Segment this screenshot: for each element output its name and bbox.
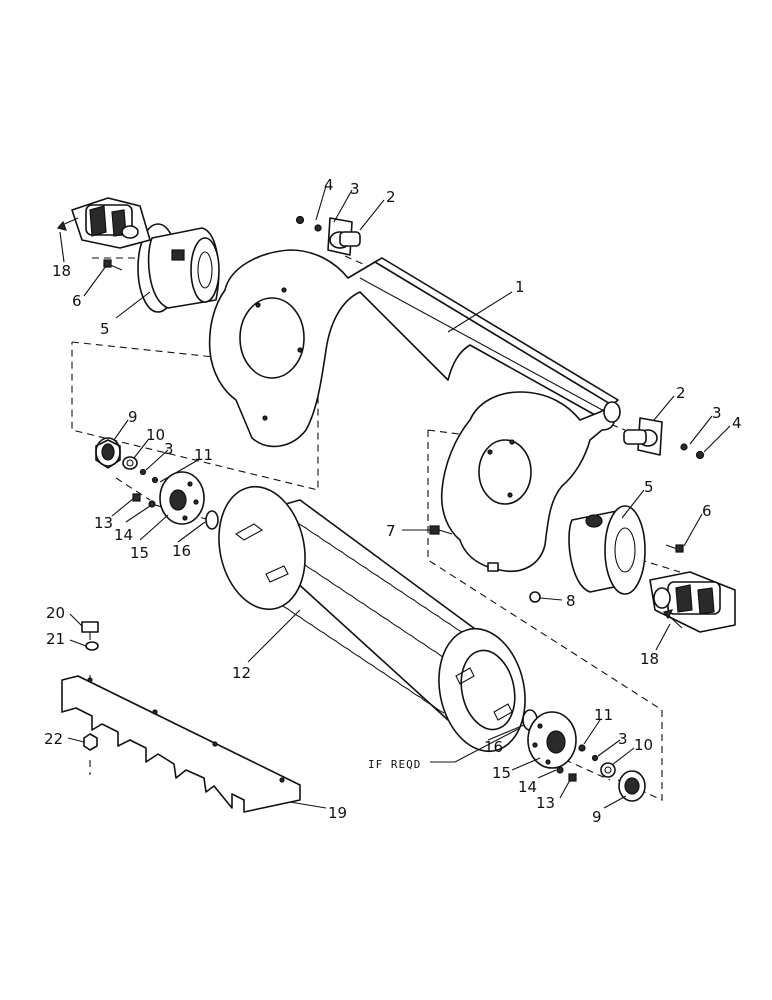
callout-3-right: 3 bbox=[712, 404, 722, 422]
washer-lower-3 bbox=[591, 754, 599, 762]
washer-knife-21 bbox=[85, 641, 99, 651]
callout-4-upper: 4 bbox=[324, 176, 334, 194]
key-upper-11 bbox=[151, 476, 159, 484]
drive-flange-lower bbox=[527, 711, 577, 769]
callout-5-right: 5 bbox=[644, 478, 654, 496]
bolt-upper-13 bbox=[132, 493, 141, 502]
hydraulic-motor-right bbox=[649, 571, 736, 633]
bearing-bracket-upper bbox=[327, 217, 361, 256]
callout-10-upper: 10 bbox=[146, 426, 165, 444]
washer-lower-14 bbox=[556, 766, 564, 774]
callout-4-right: 4 bbox=[732, 414, 742, 432]
callout-2-upper: 2 bbox=[386, 188, 396, 206]
callout-15-lower: 15 bbox=[492, 764, 511, 782]
bearing-housing-right bbox=[568, 505, 646, 595]
callout-11-upper: 11 bbox=[194, 446, 213, 464]
sprocket-upper bbox=[95, 437, 121, 469]
drive-flange-upper bbox=[159, 471, 205, 525]
bearing-bracket-lower bbox=[623, 417, 663, 456]
callout-1: 1 bbox=[515, 278, 525, 296]
sprocket-lower bbox=[618, 770, 646, 802]
callout-14-upper: 14 bbox=[114, 526, 133, 544]
washer-upper-3 bbox=[139, 468, 147, 476]
hydraulic-motor-left bbox=[56, 197, 151, 249]
bolt-knife-20 bbox=[81, 621, 99, 640]
spacer-lower bbox=[600, 762, 616, 778]
callout-10-lower: 10 bbox=[634, 736, 653, 754]
main-frame bbox=[208, 249, 621, 572]
drum bbox=[218, 485, 526, 753]
callout-16-upper: 16 bbox=[172, 542, 191, 560]
washer-nut-set-right bbox=[680, 443, 705, 460]
callout-22: 22 bbox=[44, 730, 63, 748]
washer-upper-14 bbox=[148, 500, 156, 508]
callout-11-lower: 11 bbox=[594, 706, 613, 724]
spacer-upper bbox=[122, 456, 138, 470]
bolt-left bbox=[103, 259, 123, 271]
callout-16-lower: 16 bbox=[484, 738, 503, 756]
callout-3-lower: 3 bbox=[618, 730, 628, 748]
callout-3-upper: 3 bbox=[350, 180, 360, 198]
bolt-right bbox=[665, 544, 684, 553]
callout-12: 12 bbox=[232, 664, 251, 682]
washer-nut-set-upper bbox=[295, 215, 322, 232]
bearing-housing-left bbox=[137, 223, 220, 313]
nut-knife-22 bbox=[83, 733, 98, 751]
callout-18-left: 18 bbox=[52, 262, 71, 280]
nut-frame-8 bbox=[529, 591, 541, 603]
callout-8: 8 bbox=[566, 592, 576, 610]
callout-5-left: 5 bbox=[100, 320, 110, 338]
callout-19: 19 bbox=[328, 804, 347, 822]
key-lower-11 bbox=[578, 744, 586, 752]
callout-3-left: 3 bbox=[164, 440, 174, 458]
callout-14-lower: 14 bbox=[518, 778, 537, 796]
callout-6-right: 6 bbox=[702, 502, 712, 520]
callout-20: 20 bbox=[46, 604, 65, 622]
serrated-knife bbox=[61, 675, 301, 813]
callout-labels: 1 2 2 3 3 3 3 4 4 5 5 6 6 7 8 9 9 10 10 … bbox=[44, 176, 742, 826]
callout-2-right: 2 bbox=[676, 384, 686, 402]
if-reqd-note: IF REQD bbox=[368, 758, 421, 771]
callout-15-upper: 15 bbox=[130, 544, 149, 562]
callout-9-upper: 9 bbox=[128, 408, 138, 426]
o-ring-upper bbox=[205, 510, 219, 530]
callout-13-lower: 13 bbox=[536, 794, 555, 812]
callout-9-lower: 9 bbox=[592, 808, 602, 826]
leader-lines bbox=[59, 185, 731, 809]
bolt-lower-13 bbox=[568, 773, 577, 782]
callout-21: 21 bbox=[46, 630, 65, 648]
callout-13-upper: 13 bbox=[94, 514, 113, 532]
callout-6-left: 6 bbox=[72, 292, 82, 310]
callout-18-right: 18 bbox=[640, 650, 659, 668]
callout-7: 7 bbox=[386, 522, 396, 540]
